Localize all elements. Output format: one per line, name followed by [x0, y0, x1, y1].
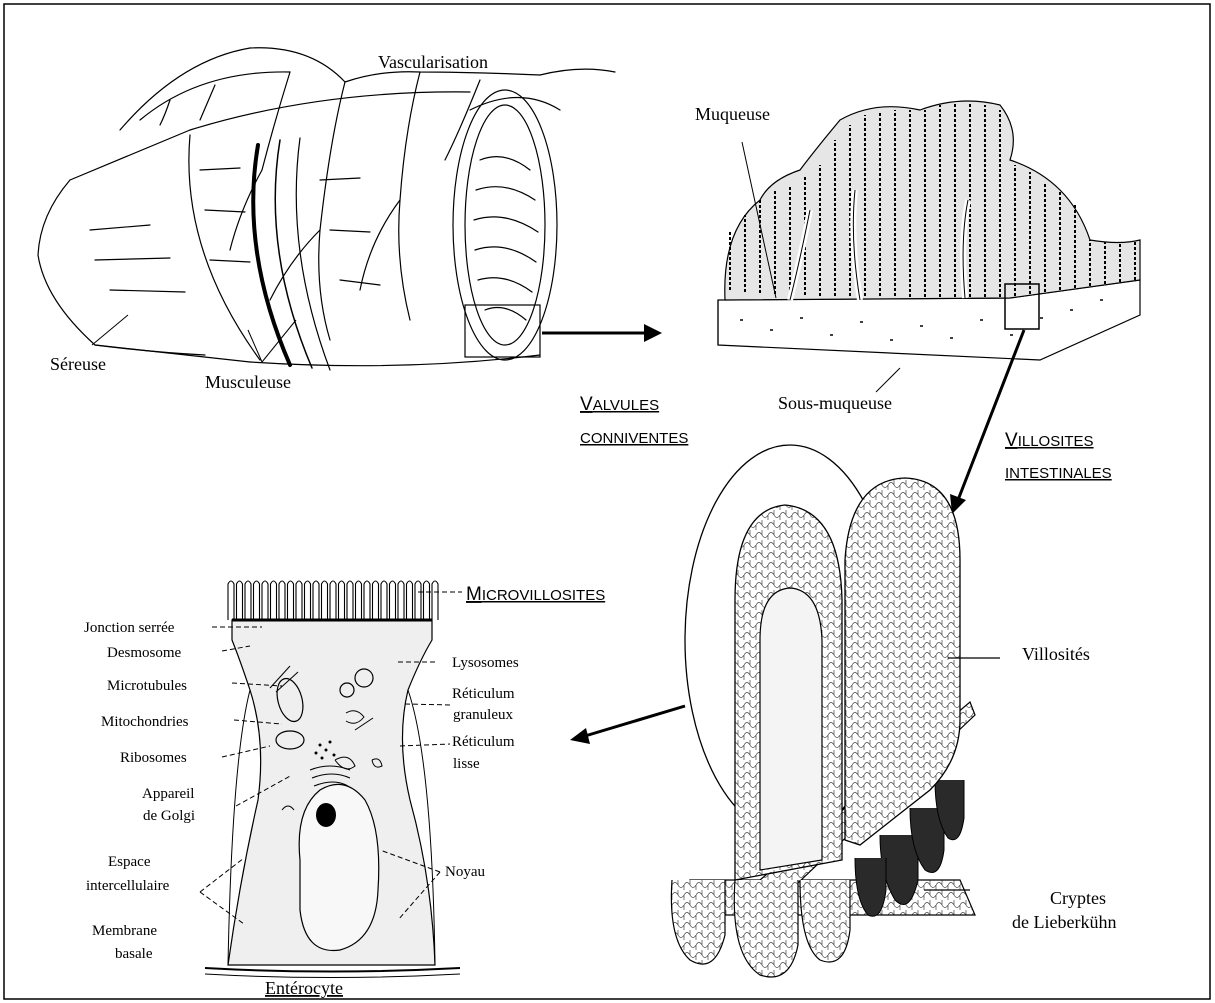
label-microtubules: Microtubules — [107, 678, 187, 694]
label-espace-line1: Espace — [108, 854, 151, 870]
leader-sous-muqueuse — [876, 368, 900, 392]
villi-drawing — [671, 445, 975, 977]
figure-border — [4, 4, 1210, 999]
label-desmosome: Desmosome — [107, 645, 182, 661]
title-villosites-intestinales: VILLOSITES — [1005, 430, 1094, 451]
label-sereuse: Séreuse — [50, 354, 106, 374]
label-ribosomes: Ribosomes — [120, 750, 187, 766]
label-reticulum-lisse-line1: Réticulum — [452, 734, 515, 750]
arrow-to-enterocyte-head — [570, 728, 590, 744]
label-muqueuse: Muqueuse — [695, 104, 770, 124]
label-jonction-serree: Jonction serrée — [84, 620, 175, 636]
label-golgi-line1: Appareil — [142, 786, 194, 802]
label-reticulum-lisse-line2: lisse — [453, 756, 480, 772]
label-espace-line2: intercellulaire — [86, 878, 170, 894]
label-musculeuse: Musculeuse — [205, 372, 291, 392]
label-membrane-line1: Membrane — [92, 923, 157, 939]
label-reticulum-granuleux-line1: Réticulum — [452, 686, 515, 702]
label-sous-muqueuse: Sous-muqueuse — [778, 393, 892, 413]
mucosa-block-drawing — [718, 101, 1140, 360]
title-valvules-conniventes-line2: CONNIVENTES — [580, 430, 688, 447]
title-valvules-conniventes: VALVULES — [580, 394, 659, 415]
label-cryptes-line1: Cryptes — [1050, 888, 1106, 908]
leader-musculeuse-b — [262, 320, 296, 362]
label-cryptes-line2: de Lieberkühn — [1012, 912, 1116, 932]
intestine-tube-drawing — [38, 48, 615, 370]
label-mitochondries: Mitochondries — [101, 714, 189, 730]
arrow-to-enterocyte — [585, 706, 685, 736]
title-villosites-intestinales-line2: INTESTINALES — [1005, 465, 1112, 482]
label-vascularisation: Vascularisation — [378, 52, 488, 72]
label-noyau: Noyau — [445, 864, 485, 880]
label-lysosomes: Lysosomes — [452, 655, 519, 671]
enterocyte-drawing — [205, 581, 460, 978]
label-enterocyte: Entérocyte — [265, 978, 343, 998]
label-golgi-line2: de Golgi — [143, 808, 195, 824]
label-villosites: Villosités — [1022, 644, 1090, 664]
arrow-to-mucosa-head — [644, 324, 662, 342]
leader-sereuse — [92, 315, 128, 345]
label-reticulum-granuleux-line2: granuleux — [453, 707, 513, 723]
title-microvillosites: MICROVILLOSITES — [466, 584, 605, 605]
label-membrane-line2: basale — [115, 946, 153, 962]
valvule-zoom-box — [465, 305, 540, 357]
